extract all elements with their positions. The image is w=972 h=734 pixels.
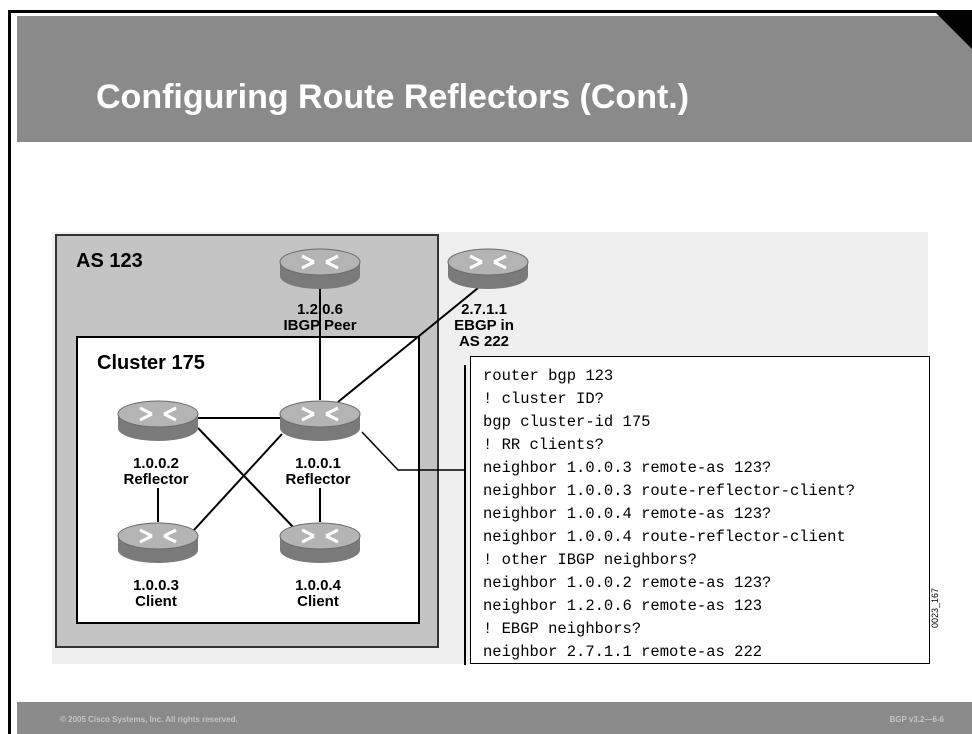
node-label-reflector-a: 1.0.0.2 Reflector (123, 456, 188, 488)
router-icon-reflector-a (117, 400, 199, 441)
node-role-as: AS 222 (458, 333, 510, 350)
config-line: bgp cluster-id 175 (483, 413, 651, 431)
node-role: Reflector (285, 471, 351, 488)
corner-decoration (936, 13, 972, 49)
router-icon-ebgp (447, 248, 529, 289)
node-role: Client (297, 593, 339, 610)
config-line: neighbor 1.0.0.3 route-reflector-client? (483, 482, 856, 500)
config-line: ! other IBGP neighbors? (483, 551, 697, 569)
config-box-accent (464, 365, 466, 665)
figure-id: 0023_167 (930, 587, 940, 628)
router-icon-peer (279, 248, 361, 289)
router-icon-client-a (117, 522, 199, 563)
node-address: 1.2.0.6 (297, 301, 343, 318)
config-line: neighbor 1.0.0.2 remote-as 123? (483, 574, 772, 592)
router-icon-reflector-b (279, 400, 361, 441)
link-ebgp-reflector-b (337, 287, 479, 403)
title-bar (17, 16, 972, 142)
node-address: 1.0.0.3 (133, 577, 179, 594)
config-line: neighbor 2.7.1.1 remote-as 222 (483, 643, 763, 661)
node-address: 1.0.0.4 (295, 577, 341, 594)
copyright-text: © 2005 Cisco Systems, Inc. All rights re… (60, 715, 238, 724)
node-label-client-b: 1.0.0.4 Client (295, 578, 341, 610)
link-reflector-b-client-a (193, 433, 283, 531)
config-line: neighbor 1.0.0.4 route-reflector-client (483, 528, 846, 546)
cluster-label: Cluster 175 (97, 352, 205, 374)
config-lines: router bgp 123 ! cluster ID? bgp cluster… (483, 365, 855, 664)
config-line: ! EBGP neighbors? (483, 620, 642, 638)
footer-bar (17, 702, 972, 734)
node-label-client-a: 1.0.0.3 Client (133, 578, 179, 610)
node-role: Client (135, 593, 177, 610)
config-line: ! RR clients? (483, 436, 604, 454)
config-line: router bgp 123 (483, 367, 614, 385)
node-role: Reflector (123, 471, 189, 488)
node-address: 2.7.1.1 (461, 301, 507, 318)
slide-frame (8, 10, 972, 734)
config-line: neighbor 1.0.0.3 remote-as 123? (483, 459, 772, 477)
node-address: 1.0.0.2 (133, 455, 179, 472)
as-label: AS 123 (76, 250, 143, 272)
config-box: router bgp 123 ! cluster ID? bgp cluster… (464, 356, 930, 665)
config-line: ! cluster ID? (483, 390, 604, 408)
node-label-ebgp: 2.7.1.1 EBGP in AS 222 (454, 302, 514, 350)
node-label-reflector-b: 1.0.0.1 Reflector (285, 456, 350, 488)
node-role: IBGP Peer (283, 317, 357, 334)
link-reflector-a-client-b (197, 427, 295, 529)
node-role: EBGP in (454, 317, 514, 334)
slide-number: BGP v3.2—6-6 (889, 715, 944, 724)
node-label-peer: 1.2.0.6 IBGP Peer (283, 302, 356, 334)
slide-title: Configuring Route Reflectors (Cont.) (96, 78, 690, 116)
config-line: neighbor 1.2.0.6 remote-as 123 (483, 597, 763, 615)
config-line: neighbor 1.0.0.4 remote-as 123? (483, 505, 772, 523)
router-icon-client-b (279, 522, 361, 563)
callout-line (361, 431, 466, 471)
node-address: 1.0.0.1 (295, 455, 341, 472)
